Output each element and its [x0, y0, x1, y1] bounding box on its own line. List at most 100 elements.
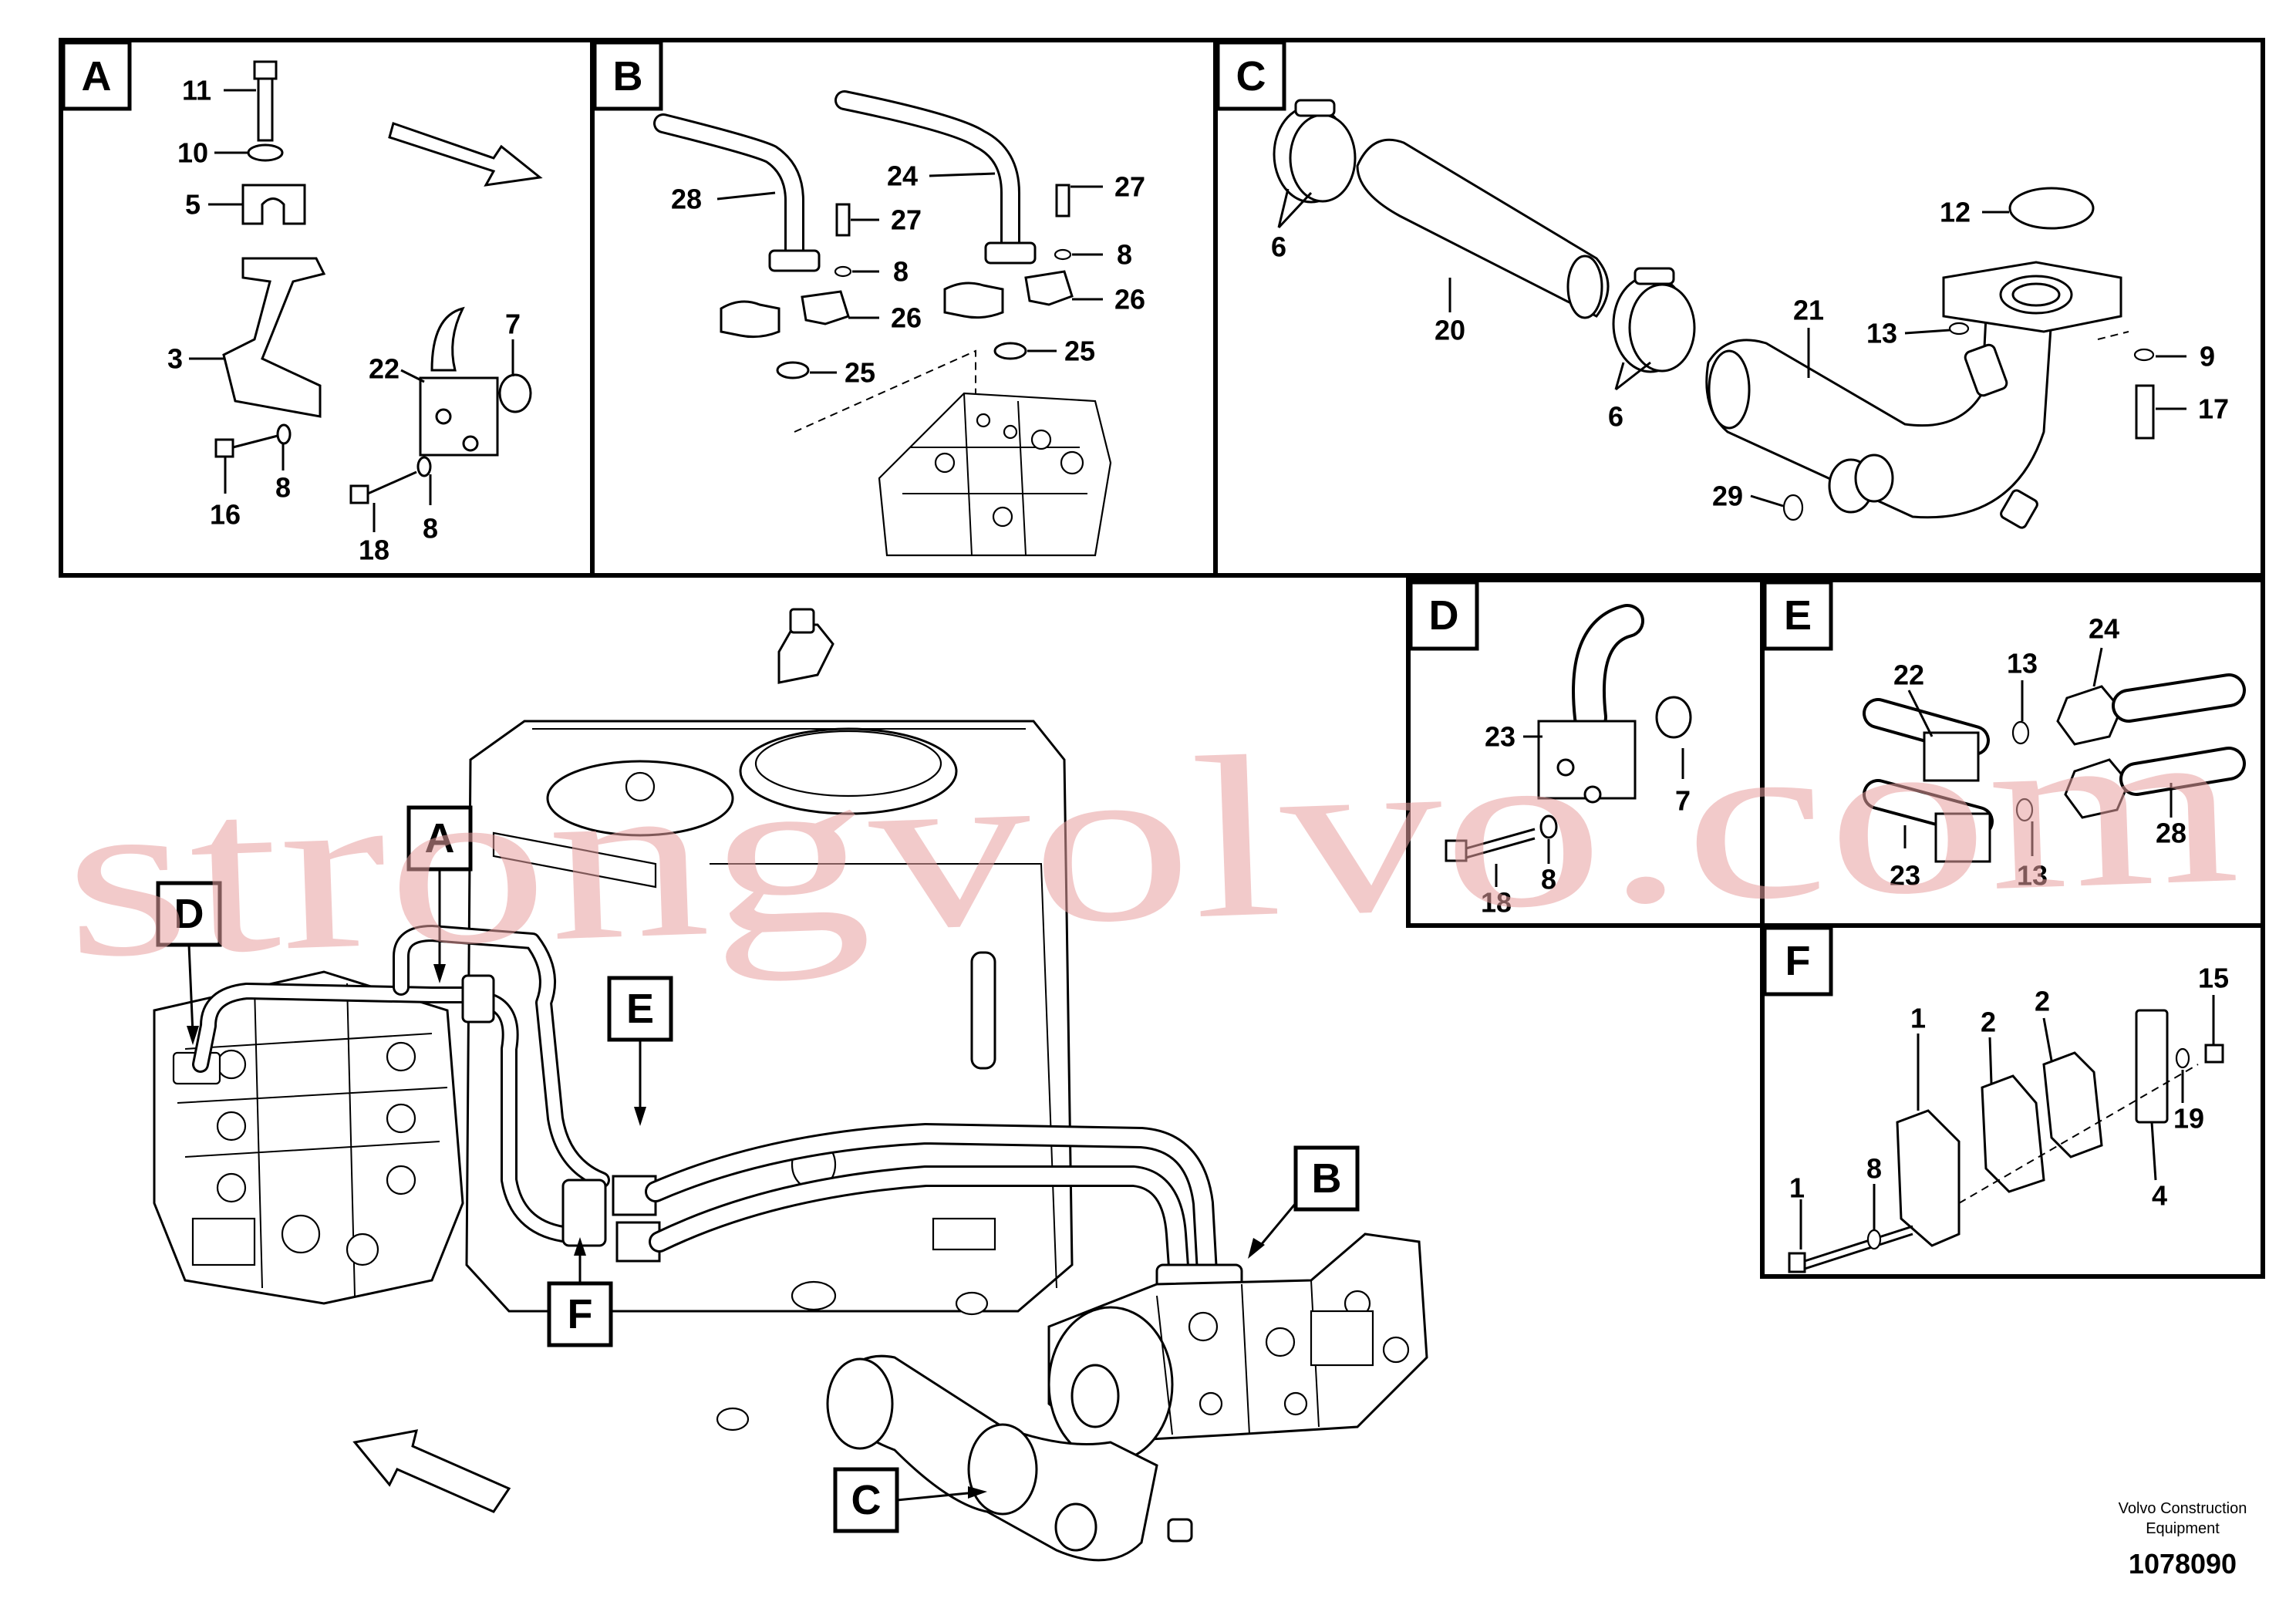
clamp-top — [241, 184, 306, 225]
label-13c: 13 — [2017, 860, 2048, 892]
label-18: 18 — [359, 534, 389, 566]
panel-c-tag-box — [1215, 40, 1286, 111]
callout-f-box — [547, 1281, 613, 1347]
block-22 — [419, 376, 499, 457]
panel-d-tag: D — [1429, 592, 1459, 639]
label-13: 13 — [1866, 318, 1897, 349]
label-7: 7 — [505, 309, 521, 340]
label-26b: 26 — [1114, 284, 1145, 315]
callout-d: D — [174, 891, 204, 937]
label-2b: 2 — [2035, 986, 2050, 1017]
label-11: 11 — [182, 75, 211, 106]
block-23 — [1537, 720, 1637, 800]
label-8f: 8 — [1866, 1153, 1882, 1185]
panel-d-tag-box — [1408, 580, 1479, 651]
label-3: 3 — [167, 343, 183, 375]
label-23: 23 — [1485, 721, 1515, 753]
bolt-head — [253, 60, 278, 80]
callout-a-box — [406, 805, 473, 872]
bolt-16-head — [214, 438, 234, 458]
label-8c: 8 — [893, 256, 909, 288]
label-27b: 27 — [1114, 171, 1145, 203]
o-ring-7-d — [1655, 696, 1692, 739]
f-frame — [1760, 923, 2265, 1279]
label-25: 25 — [845, 357, 875, 389]
callout-c-box — [833, 1467, 899, 1533]
label-23b: 23 — [1890, 860, 1920, 892]
label-8e: 8 — [1541, 864, 1556, 895]
label-13b: 13 — [2007, 648, 2038, 679]
label-25b: 25 — [1064, 336, 1095, 367]
label-24b: 24 — [2089, 613, 2119, 645]
fitting-block — [561, 1179, 607, 1247]
label-15: 15 — [2198, 963, 2229, 994]
clamp-1 — [1896, 1109, 1961, 1247]
washer — [247, 143, 284, 162]
drawing-number: 1078090 — [2129, 1548, 2237, 1580]
label-8b: 8 — [423, 513, 438, 545]
panel-d: D 23 7 18 8 — [1408, 580, 1692, 919]
label-5: 5 — [185, 189, 201, 221]
label-19: 19 — [2173, 1103, 2204, 1135]
breather — [777, 623, 834, 684]
label-6b: 6 — [1608, 401, 1623, 433]
clamp-2b — [2042, 1051, 2103, 1158]
panel-a: A 11 10 — [61, 40, 543, 566]
callout-a: A — [425, 815, 455, 862]
suction-tube — [1356, 138, 1610, 318]
label-16: 16 — [210, 499, 241, 531]
panel-e-tag-box — [1762, 580, 1833, 651]
panel-a-tag: A — [82, 53, 112, 99]
plate-4 — [2135, 1009, 2169, 1124]
label-22b: 22 — [1893, 659, 1924, 691]
panel-f-tag-box — [1762, 926, 1833, 996]
label-20: 20 — [1435, 315, 1465, 346]
callout-e-box — [607, 976, 673, 1042]
label-7b: 7 — [1675, 785, 1691, 817]
label-9: 9 — [2200, 341, 2215, 373]
panel-c: C — [1215, 40, 2229, 529]
o-ring-7 — [498, 373, 532, 413]
panel-e: E 22 13 24 28 23 13 — [1762, 580, 2246, 892]
callout-f: F — [568, 1291, 593, 1337]
label-12: 12 — [1940, 197, 1971, 228]
label-2: 2 — [1981, 1007, 1996, 1038]
direction-arrow — [388, 122, 543, 187]
label-1b: 1 — [1789, 1172, 1805, 1204]
label-1: 1 — [1910, 1003, 1926, 1034]
label-6: 6 — [1271, 231, 1286, 263]
label-18b: 18 — [1481, 887, 1512, 919]
panel-b: B 28 — [592, 40, 1145, 557]
hose-stub — [430, 306, 465, 372]
panel-e-tag: E — [1784, 592, 1812, 639]
brand-line-1: Volvo Construction — [2119, 1500, 2247, 1517]
label-4: 4 — [2152, 1180, 2167, 1212]
label-27: 27 — [891, 204, 922, 236]
panel-f-tag: F — [1785, 938, 1811, 984]
callout-b: B — [1312, 1155, 1342, 1202]
watermark: strongvolvo.com — [60, 674, 2243, 1007]
callout-e: E — [626, 986, 654, 1032]
sight-gauge — [970, 951, 996, 1070]
label-24: 24 — [887, 160, 918, 192]
label-17: 17 — [2198, 393, 2229, 425]
label-29: 29 — [1712, 481, 1743, 512]
bolt-shank — [257, 77, 274, 142]
label-8d: 8 — [1117, 239, 1132, 271]
panel-a-tag-box — [61, 40, 132, 111]
top-panels-frame — [59, 38, 2265, 578]
label-26: 26 — [891, 302, 922, 334]
brand-line-2: Equipment — [2146, 1520, 2220, 1537]
main-assembly: A D E F B C — [153, 608, 1428, 1562]
callout-c: C — [851, 1477, 882, 1523]
label-21: 21 — [1793, 295, 1824, 326]
callout-b-box — [1293, 1145, 1360, 1212]
label-8: 8 — [275, 472, 291, 504]
panel-f: F 1 2 2 15 1 8 19 4 — [1762, 926, 2229, 1273]
label-28b: 28 — [2156, 818, 2186, 849]
label-22: 22 — [369, 353, 400, 385]
bracket — [222, 257, 326, 418]
clamp-2a — [1981, 1074, 2045, 1193]
direction-arrow-main — [352, 1429, 511, 1513]
